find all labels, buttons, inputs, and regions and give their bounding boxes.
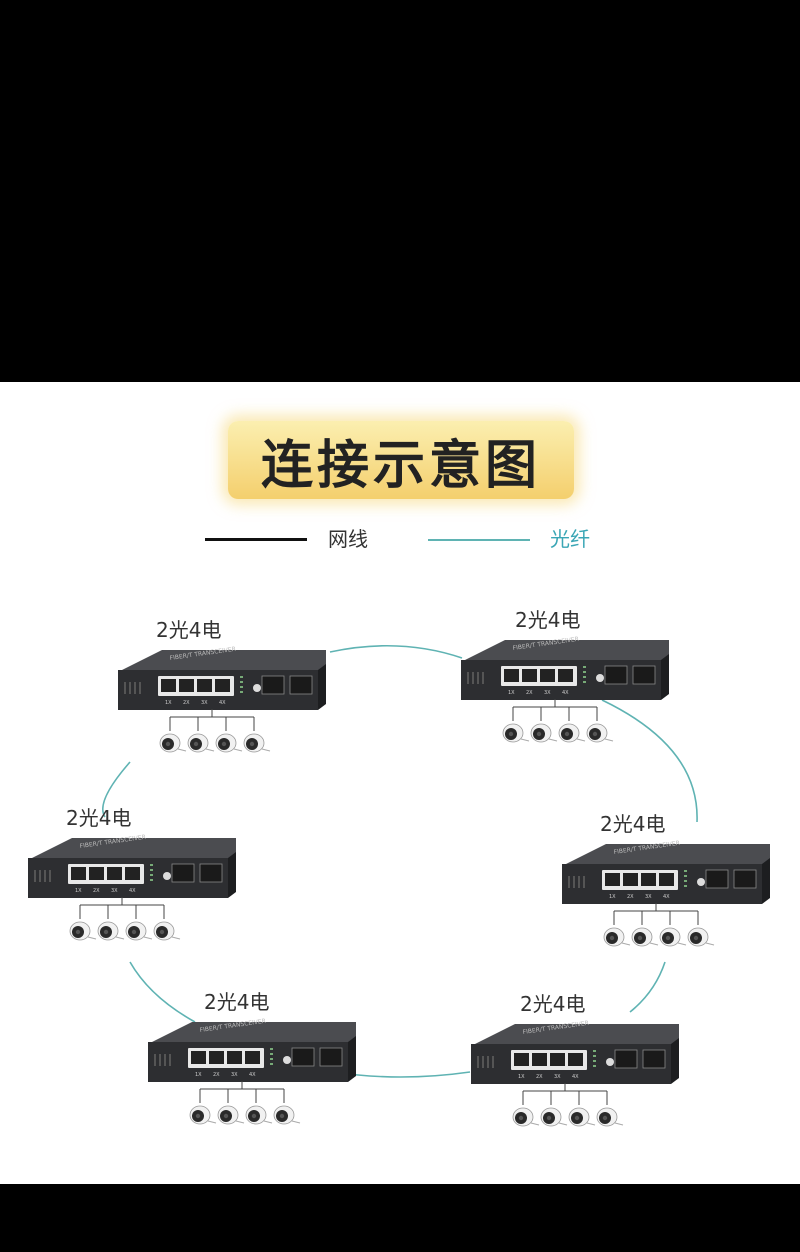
port-label: 3X: [645, 894, 652, 900]
port-label: 3X: [201, 700, 208, 706]
port-label: 4X: [129, 888, 136, 894]
bullet-camera-icon: [215, 733, 243, 753]
port-label: 4X: [663, 894, 670, 900]
bullet-camera-icon: [273, 1105, 301, 1125]
port-label: 1X: [609, 894, 616, 900]
port-label: 1X: [165, 700, 172, 706]
fiber-path-right-lower: [629, 961, 666, 1013]
bullet-camera-icon: [659, 927, 687, 947]
bottom-black-bar: [0, 1184, 800, 1252]
bullet-camera-icon: [596, 1107, 624, 1127]
bullet-camera-icon: [189, 1105, 217, 1125]
camera-group: [603, 903, 715, 947]
bullet-camera-icon: [125, 921, 153, 941]
node-label: 2光4电: [600, 812, 666, 836]
port-label: 2X: [213, 1072, 220, 1078]
legend-cable-label: 网线: [328, 527, 368, 551]
bullet-camera-icon: [243, 733, 271, 753]
bullet-camera-icon: [586, 723, 614, 743]
port-label: 4X: [249, 1072, 256, 1078]
fiber-path-left-lower: [129, 961, 196, 1023]
camera-group: [502, 699, 614, 743]
bullet-camera-icon: [69, 921, 97, 941]
port-label: 3X: [111, 888, 118, 894]
fiber-path-top: [329, 644, 463, 659]
port-label: 2X: [93, 888, 100, 894]
fiber-path-right-upper: [601, 699, 698, 823]
bullet-camera-icon: [631, 927, 659, 947]
port-label: 1X: [508, 690, 515, 696]
bullet-camera-icon: [245, 1105, 273, 1125]
legend-fiber-label: 光纤: [550, 527, 590, 551]
port-label: 2X: [183, 700, 190, 706]
bullet-camera-icon: [687, 927, 715, 947]
title-banner: 连接示意图: [228, 421, 574, 499]
bullet-camera-icon: [530, 723, 558, 743]
bullet-camera-icon: [558, 723, 586, 743]
port-label: 2X: [627, 894, 634, 900]
bullet-camera-icon: [540, 1107, 568, 1127]
port-label: 1X: [518, 1074, 525, 1080]
bullet-camera-icon: [603, 927, 631, 947]
node-label: 2光4电: [66, 806, 132, 830]
bullet-camera-icon: [159, 733, 187, 753]
legend-fiber-line: [428, 539, 530, 541]
bullet-camera-icon: [187, 733, 215, 753]
camera-group: [512, 1083, 624, 1127]
port-label: 3X: [231, 1072, 238, 1078]
bullet-camera-icon: [217, 1105, 245, 1125]
bullet-camera-icon: [153, 921, 181, 941]
port-label: 4X: [572, 1074, 579, 1080]
port-label: 4X: [562, 690, 569, 696]
bullet-camera-icon: [512, 1107, 540, 1127]
node-label: 2光4电: [204, 990, 270, 1014]
bullet-camera-icon: [568, 1107, 596, 1127]
port-label: 1X: [75, 888, 82, 894]
bullet-camera-icon: [97, 921, 125, 941]
fiber-path-left-upper: [101, 761, 131, 818]
node-label: 2光4电: [156, 618, 222, 642]
camera-group: [69, 897, 181, 941]
port-label: 4X: [219, 700, 226, 706]
port-label: 2X: [536, 1074, 543, 1080]
bullet-camera-icon: [502, 723, 530, 743]
camera-group: [159, 709, 271, 753]
port-label: 1X: [195, 1072, 202, 1078]
port-label: 3X: [544, 690, 551, 696]
camera-group: [189, 1081, 301, 1125]
port-label: 2X: [526, 690, 533, 696]
legend-cable-line: [205, 538, 307, 541]
port-label: 3X: [554, 1074, 561, 1080]
node-label: 2光4电: [520, 992, 586, 1016]
top-black-bar: [0, 0, 800, 382]
node-label: 2光4电: [515, 608, 581, 632]
diagram-title: 连接示意图: [260, 435, 541, 496]
